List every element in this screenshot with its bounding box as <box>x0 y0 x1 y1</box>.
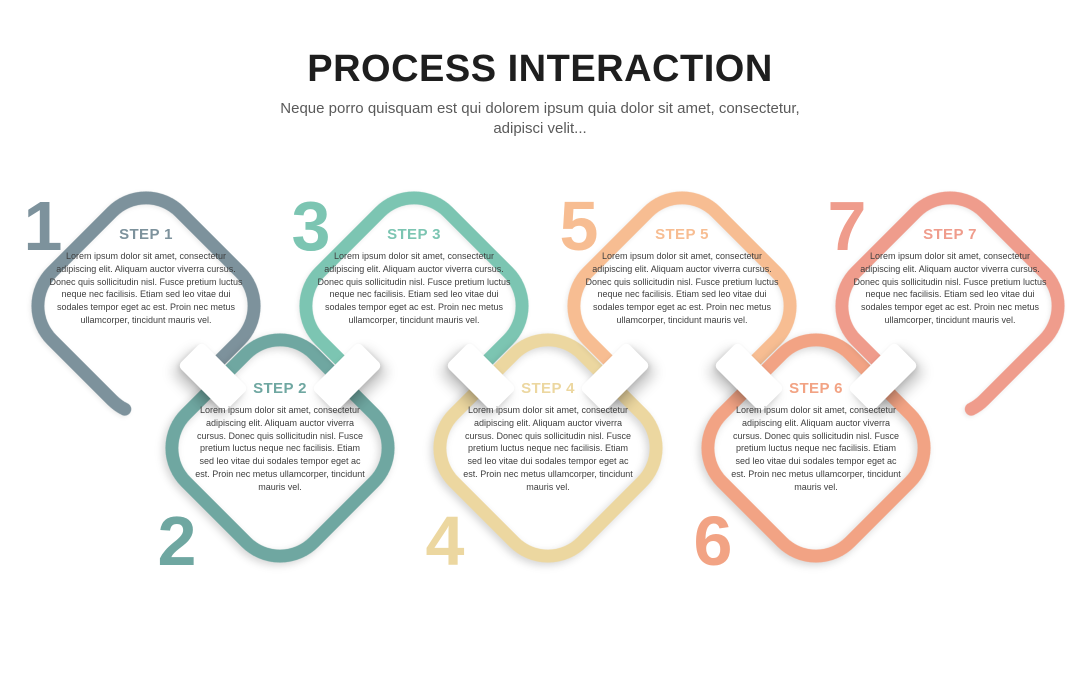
step-3-description: Lorem ipsum dolor sit amet, consectetur … <box>317 251 511 325</box>
step-1-content: STEP 1 Lorem ipsum dolor sit amet, conse… <box>41 226 251 327</box>
step-1-description: Lorem ipsum dolor sit amet, consectetur … <box>49 251 243 325</box>
step-6-content: STEP 6 Lorem ipsum dolor sit amet, conse… <box>711 380 921 493</box>
step-4-label: STEP 4 <box>521 380 575 397</box>
step-6-description: Lorem ipsum dolor sit amet, consectetur … <box>731 405 901 492</box>
step-2-content: STEP 2 Lorem ipsum dolor sit amet, conse… <box>175 380 385 493</box>
step-1-label: STEP 1 <box>119 226 173 243</box>
step-6-number: 6 <box>693 502 733 580</box>
step-5-content: STEP 5 Lorem ipsum dolor sit amet, conse… <box>577 226 787 327</box>
step-2-number: 2 <box>157 502 197 580</box>
step-4-content: STEP 4 Lorem ipsum dolor sit amet, conse… <box>443 380 653 493</box>
step-5-number: 5 <box>559 187 599 265</box>
page-title: PROCESS INTERACTION <box>307 48 773 90</box>
step-5-label: STEP 5 <box>655 226 709 243</box>
step-1-number: 1 <box>23 187 63 265</box>
step-2-description: Lorem ipsum dolor sit amet, consectetur … <box>195 405 365 492</box>
step-4-description: Lorem ipsum dolor sit amet, consectetur … <box>463 405 633 492</box>
step-7-content: STEP 7 Lorem ipsum dolor sit amet, conse… <box>845 226 1055 327</box>
step-5-description: Lorem ipsum dolor sit amet, consectetur … <box>585 251 779 325</box>
step-4-number: 4 <box>425 502 465 580</box>
step-7-description: Lorem ipsum dolor sit amet, consectetur … <box>853 251 1047 325</box>
step-7-number: 7 <box>827 187 867 265</box>
step-3-content: STEP 3 Lorem ipsum dolor sit amet, conse… <box>309 226 519 327</box>
step-3-label: STEP 3 <box>387 226 441 243</box>
step-2-label: STEP 2 <box>253 380 307 397</box>
page-subtitle: Neque porro quisquam est qui dolorem ips… <box>280 100 800 137</box>
step-7-label: STEP 7 <box>923 226 977 243</box>
step-6-label: STEP 6 <box>789 380 843 397</box>
step-3-number: 3 <box>291 187 331 265</box>
